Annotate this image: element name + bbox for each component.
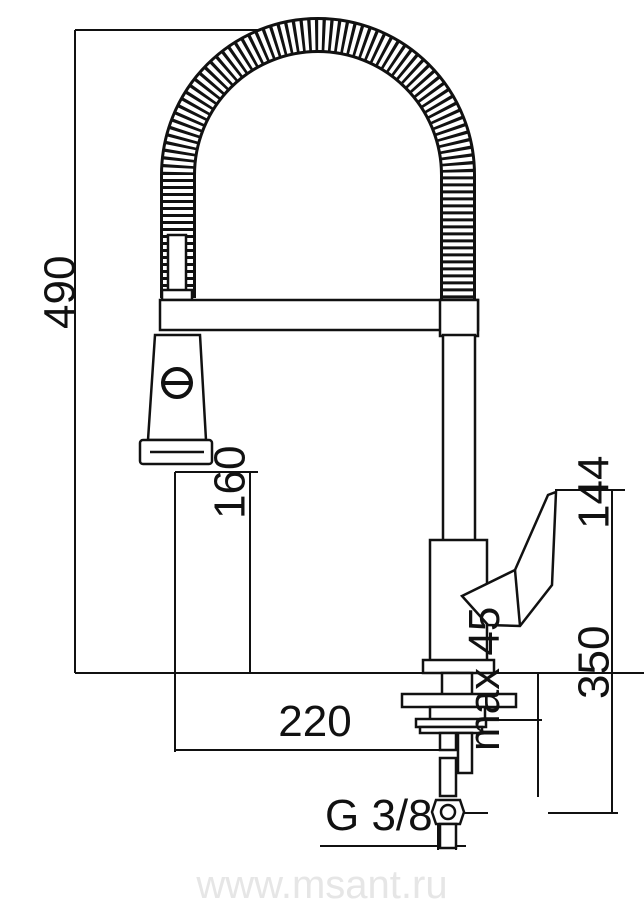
label-max45: max 45 — [460, 607, 509, 751]
spring-hose — [160, 17, 476, 300]
label-490: 490 — [35, 256, 84, 329]
watermark: www.msant.ru — [195, 863, 447, 900]
label-350: 350 — [569, 626, 618, 699]
faucet-pipe — [441, 333, 477, 543]
label-g38: G 3/8 — [325, 791, 433, 840]
hose-stem — [166, 233, 188, 297]
label-220: 220 — [278, 697, 351, 746]
spout-arm — [158, 298, 480, 332]
lever-handle — [459, 490, 558, 628]
label-144: 144 — [569, 456, 618, 529]
label-160: 160 — [205, 446, 254, 519]
